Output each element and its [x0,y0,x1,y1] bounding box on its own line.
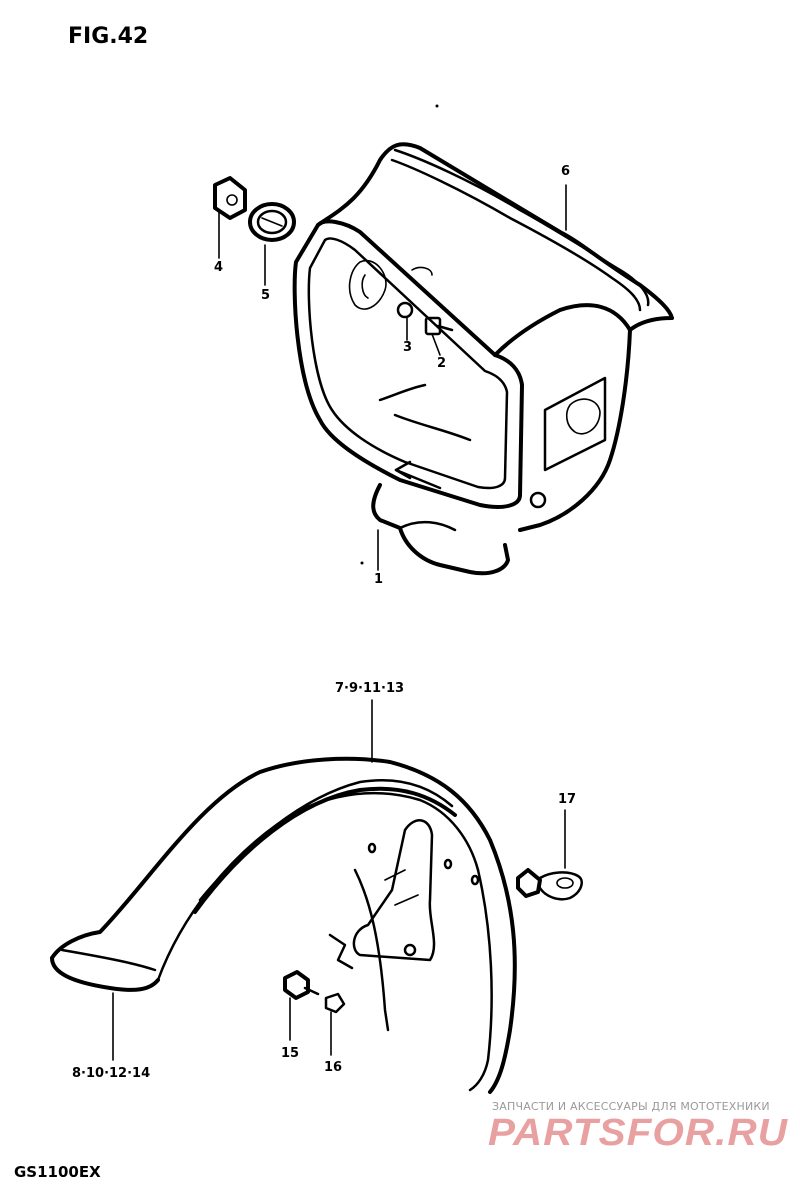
callout-17: 17 [558,792,577,807]
callout-8-10-12-14: 8·10·12·14 [72,1066,151,1081]
bolt-part-15 [283,970,320,1000]
screw-part-17 [516,868,583,901]
headlight-housing [292,142,674,576]
leader-lines-top [218,104,567,571]
washer-part-16 [324,992,346,1014]
callout-4: 4 [214,260,224,275]
grommet-part-5 [248,202,296,242]
front-fender [50,756,517,1094]
callout-3: 3 [403,340,413,355]
watermark-subtitle: ЗАПЧАСТИ И АКСЕССУАРЫ ДЛЯ МОТОТЕХНИКИ [492,1100,770,1113]
figure-title: FIG.42 [68,24,149,49]
watermark-logo: PARTSFOR.RU [488,1112,789,1154]
model-code: GS1100EX [14,1163,101,1181]
callout-5: 5 [261,288,271,303]
callout-1: 1 [374,572,384,587]
callout-16: 16 [324,1060,343,1075]
callout-7-9-11-13: 7·9·11·13 [335,681,405,696]
callout-15: 15 [281,1046,300,1061]
nut-part-4 [213,176,247,220]
callout-6: 6 [561,164,571,179]
leader-lines-bottom [112,699,566,1061]
bolt-part-2 [424,316,454,336]
callout-2: 2 [437,356,447,371]
